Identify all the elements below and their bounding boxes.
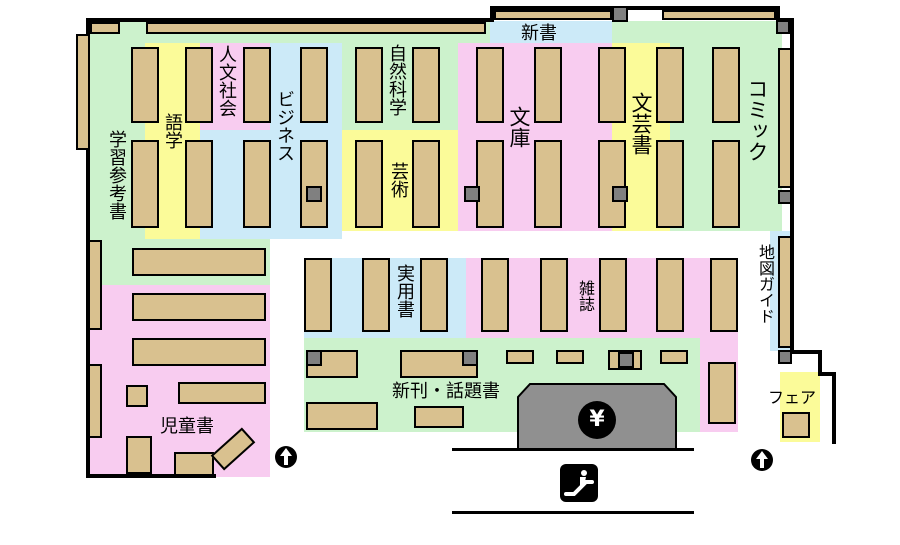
label-comic: コミック [745, 78, 769, 162]
shelf-top-1 [90, 22, 120, 34]
entrance-up-arrow-icon [751, 449, 773, 471]
label-shizen: 自然科学 [386, 44, 407, 116]
label-shinsho: 新書 [521, 23, 557, 44]
shelf-gakushu-2 [131, 140, 159, 228]
pillar-top-1 [612, 6, 628, 22]
entrance-up-arrow-icon [275, 446, 297, 468]
pillar-top-2 [776, 20, 790, 34]
label-fair: フェア [768, 388, 817, 407]
label-bunko: 文庫 [507, 106, 531, 148]
shelf-jidou-small-1 [126, 385, 148, 407]
wall-top-left [86, 18, 492, 22]
label-business: ビジネス [274, 90, 295, 162]
label-geijutsu: 芸術 [388, 162, 409, 198]
shelf-zasshi-4 [656, 258, 684, 332]
table-shinkan-7 [306, 402, 378, 430]
shelf-gogaku-2 [185, 140, 213, 228]
shelf-zasshi-5 [710, 258, 738, 332]
shelf-jitsuyo-1 [304, 258, 332, 332]
shelf-left-wall-2 [88, 240, 102, 330]
wall-fair-right [818, 350, 822, 374]
shelf-bunko-1 [476, 47, 504, 123]
shelf-zasshi-3 [599, 258, 627, 332]
shelf-zasshi-1 [481, 258, 509, 332]
shelf-bungei-3 [656, 47, 684, 123]
escalator-line-top [452, 448, 694, 451]
shelf-shizen-2 [412, 47, 440, 123]
table-shinkan-8 [414, 406, 464, 428]
pillar-right-1 [778, 190, 792, 204]
shelf-right-wall-1 [778, 48, 792, 188]
shelf-bunko-4 [534, 140, 562, 228]
wall-top-right [490, 6, 780, 10]
pillar-shinkan-3 [618, 352, 634, 368]
shelf-jidou-small-3 [174, 452, 214, 476]
shelf-business-1 [300, 47, 328, 123]
shelf-zasshi-2 [540, 258, 568, 332]
wall-fair-side [832, 372, 836, 444]
label-jitsuyo: 実用書 [394, 264, 415, 318]
shelf-top-2 [146, 22, 486, 34]
wall-right-lower [790, 350, 820, 354]
table-shinkan-3 [506, 350, 534, 364]
shelf-comic-1 [712, 47, 740, 123]
label-shinkan: 新刊・話題書 [392, 381, 500, 402]
shelf-top-3 [494, 10, 612, 20]
yen-icon: ¥ [578, 401, 616, 439]
shelf-jidou-h-3 [178, 382, 266, 404]
wall-fair-top [818, 372, 836, 376]
shelf-gakushu-1 [131, 47, 159, 123]
shelf-left-wall-1 [76, 34, 90, 150]
shelf-bunko-3 [534, 47, 562, 123]
wall-inner-corner [150, 18, 154, 24]
shelf-jinbun-1 [243, 47, 271, 123]
pillar-business [306, 186, 322, 202]
shelf-bungei-1 [598, 47, 626, 123]
shelf-gogaku-1 [185, 47, 213, 123]
shelf-gakushu-h-1 [132, 248, 266, 276]
shelf-shizen-1 [355, 47, 383, 123]
shelf-jidou-small-2 [126, 436, 152, 474]
shelf-jitsuyo-3 [420, 258, 448, 332]
pillar-right-2 [778, 350, 792, 364]
escalator-line-bottom [452, 511, 694, 514]
shelf-jitsuyo-2 [362, 258, 390, 332]
pillar-shinkan-2 [462, 350, 478, 366]
label-jinbun: 人文社会 [216, 45, 237, 117]
label-chizu: 地図ガイド [756, 244, 775, 324]
table-fair [782, 412, 810, 438]
label-bungei: 文芸書 [629, 92, 653, 155]
label-jidou: 児童書 [160, 416, 214, 437]
shelf-jidou-h-1 [132, 293, 266, 321]
wall-right-step [776, 6, 780, 22]
shelf-jidou-h-2 [132, 338, 266, 366]
wall-right [790, 18, 794, 354]
pillar-shinkan-1 [306, 350, 322, 366]
shelf-bungei-2 [598, 140, 626, 228]
table-shinkan-6 [660, 350, 688, 364]
shelf-left-wall-3 [88, 364, 102, 438]
label-zasshi: 雑誌 [576, 280, 595, 312]
label-gogaku: 語学 [162, 113, 183, 149]
pillar-bunko [464, 186, 480, 202]
shelf-shinkan-right [708, 362, 736, 424]
shelf-right-wall-2 [778, 236, 792, 348]
table-shinkan-4 [556, 350, 584, 364]
label-gakushu: 学習参考書 [106, 130, 127, 220]
shelf-geijutsu-2 [412, 140, 440, 228]
pillar-bungei [612, 186, 628, 202]
shelf-geijutsu-1 [355, 140, 383, 228]
wall-top-step [490, 6, 494, 22]
escalator-icon [560, 464, 598, 502]
shelf-comic-2 [712, 140, 740, 228]
shelf-business-2 [300, 140, 328, 228]
shelf-top-4 [662, 10, 776, 20]
shelf-bunko-2 [476, 140, 504, 228]
shelf-bungei-4 [656, 140, 684, 228]
shelf-jinbun-2 [243, 140, 271, 228]
zone-shinsho [490, 21, 612, 43]
wall-bottom-left [86, 474, 216, 478]
